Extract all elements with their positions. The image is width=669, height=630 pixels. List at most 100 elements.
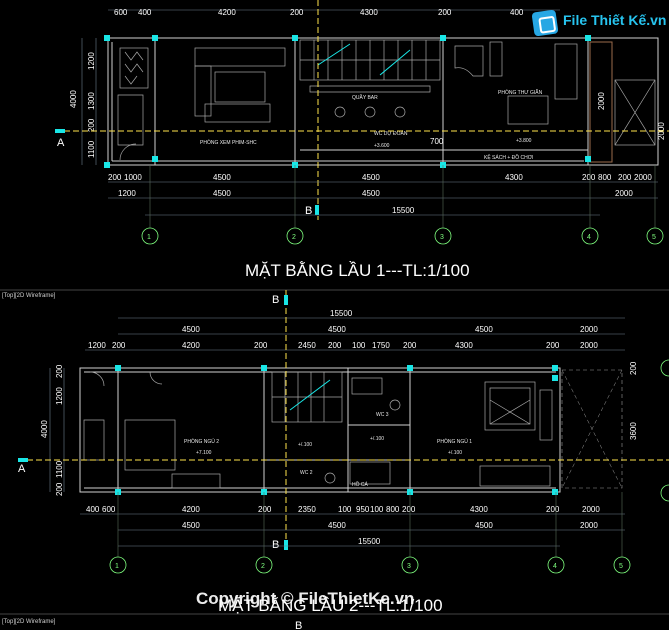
p1-bottom-dim-2: 1200 xyxy=(118,189,136,198)
p2-top-dim: 4500 xyxy=(182,325,200,334)
p1-bottom-dim: 4300 xyxy=(505,173,523,182)
p2-left-dim: 4000 xyxy=(40,420,49,438)
p2-top-dim-2: 1200 xyxy=(88,341,106,350)
p1-axis-label: 1 xyxy=(147,234,151,241)
p1-axis-label: 5 xyxy=(652,234,656,241)
p2-level: +/.100 xyxy=(448,450,462,456)
plan-2-title: MẶT BẰNG LẦU 2---TL:1/100 xyxy=(218,596,443,615)
viewport-label[interactable]: [Top][2D Wireframe] xyxy=(2,619,56,625)
p1-section-a: A xyxy=(57,137,65,149)
p2-top-dim-2: 1750 xyxy=(372,341,390,350)
p2-bottom-dim: 950 xyxy=(356,505,370,514)
p1-misc-dim: 700 xyxy=(430,137,444,146)
p2-section-b-top: B xyxy=(272,294,279,306)
p2-top-dim-2: 200 xyxy=(328,341,342,350)
viewport-label[interactable]: [Top][2D Wireframe] xyxy=(2,293,56,299)
p1-top-dim: 400 xyxy=(138,8,152,17)
logo-text: File Thiết Kế.vn xyxy=(563,12,667,28)
p1-bottom-dim: 2000 xyxy=(634,173,652,182)
p2-top-dim-2: 100 xyxy=(352,341,366,350)
p1-left-dim: 1100 xyxy=(87,140,96,158)
p2-bottom-dim: 200 xyxy=(402,505,416,514)
p2-top-dim: 4500 xyxy=(328,325,346,334)
p2-section-a: A xyxy=(18,463,26,475)
p2-axis-label: 1 xyxy=(115,563,119,570)
p1-axis-label: 4 xyxy=(587,234,591,241)
p1-top-dim: 4200 xyxy=(218,8,236,17)
p1-room-label: PHÒNG XEM PHIM-SHC xyxy=(200,139,257,146)
p2-bottom-dim: 4300 xyxy=(470,505,488,514)
p2-room-label: WC 2 xyxy=(300,470,313,476)
site-logo[interactable]: File Thiết Kế.vn xyxy=(529,8,667,38)
p1-bottom-dim: 200 xyxy=(582,173,596,182)
p2-top-dim-2: 200 xyxy=(112,341,126,350)
p1-top-dim: 200 xyxy=(438,8,452,17)
p1-room-label: KỆ SÁCH + ĐỒ CHƠI xyxy=(484,153,533,161)
p1-bottom-dim: 1000 xyxy=(124,173,142,182)
plan-2: 15500 4500 4500 4500 2000 1200 200 4200 … xyxy=(18,290,669,615)
p1-bottom-dim-2: 2000 xyxy=(615,189,633,198)
p2-bottom-dim: 200 xyxy=(546,505,560,514)
logo-icon xyxy=(531,9,559,37)
p1-top-dim: 200 xyxy=(290,8,304,17)
p2-top-dim-2: 200 xyxy=(403,341,417,350)
p2-axis-label: 4 xyxy=(553,563,557,570)
p2-top-dim: 2000 xyxy=(580,325,598,334)
p2-top-dim-2: 200 xyxy=(254,341,268,350)
p1-axis-label: 2 xyxy=(292,234,296,241)
p2-right-dim: 3600 xyxy=(629,422,638,440)
p2-room-label: PHÒNG NGỦ 2 xyxy=(184,438,219,445)
p2-top-dim: 4500 xyxy=(475,325,493,334)
copyright-watermark: Copyright © FileThietKe.vn xyxy=(196,589,414,608)
p2-bottom-dim: 100 xyxy=(338,505,352,514)
p2-bottom-dim-2: 4500 xyxy=(328,521,346,530)
p1-bottom-dim-2: 4500 xyxy=(213,189,231,198)
p2-top-dim-2: 4200 xyxy=(182,341,200,350)
p2-level: +/.100 xyxy=(298,442,312,448)
p1-left-dim: 200 xyxy=(87,118,96,132)
p1-bottom-dim: 200 xyxy=(108,173,122,182)
p1-left-dim: 1200 xyxy=(87,52,96,70)
p2-left-dim: 200 xyxy=(55,364,64,378)
p1-total-dim: 15500 xyxy=(392,206,415,215)
p2-axis-label: 2 xyxy=(261,563,265,570)
p2-bottom-dim-2: 2000 xyxy=(580,521,598,530)
p1-right-dim: 2000 xyxy=(597,92,606,110)
p2-section-b-cut: B xyxy=(295,620,302,630)
plan-1-title: MẶT BẰNG LẦU 1---TL:1/100 xyxy=(245,261,470,280)
p1-room-label: QUẦY BAR xyxy=(352,94,378,101)
p2-top-dim-2: 2000 xyxy=(580,341,598,350)
p2-top-dim-2: 200 xyxy=(546,341,560,350)
p1-room-label: WC DỰ ĐOÁN xyxy=(374,130,408,137)
p1-left-dim: 4000 xyxy=(69,90,78,108)
p2-bottom-dim-2: 4500 xyxy=(475,521,493,530)
p1-level: +3.800 xyxy=(516,138,532,144)
p2-bottom-dim: 400 xyxy=(86,505,100,514)
p2-bottom-dim: 200 xyxy=(258,505,272,514)
p2-bottom-dim-2: 4500 xyxy=(182,521,200,530)
p1-axis-label: 3 xyxy=(440,234,444,241)
p2-axis-label: 5 xyxy=(619,563,623,570)
p2-bottom-dim: 600 xyxy=(102,505,116,514)
p2-top-dim-2: 2450 xyxy=(298,341,316,350)
p2-left-dim: 1100 xyxy=(55,460,64,478)
p2-bottom-dim: 800 xyxy=(386,505,400,514)
p2-room-label: WC 3 xyxy=(376,412,389,418)
p1-bottom-dim: 200 xyxy=(618,173,632,182)
p1-bottom-dim: 800 xyxy=(598,173,612,182)
p1-bottom-dim: 4500 xyxy=(213,173,231,182)
p2-axis-label: 3 xyxy=(407,563,411,570)
p2-top-dim-2: 4300 xyxy=(455,341,473,350)
p1-top-dim: 4300 xyxy=(360,8,378,17)
p1-bottom-dim-2: 4500 xyxy=(362,189,380,198)
p2-room-label: HỒ CÁ xyxy=(352,481,369,488)
p2-level: +7.100 xyxy=(196,450,212,456)
p2-total-top: 15500 xyxy=(330,309,353,318)
p1-room-label: PHÒNG THƯ GIÃN xyxy=(498,89,543,96)
p2-bottom-dim: 2350 xyxy=(298,505,316,514)
p2-section-b-bottom: B xyxy=(272,539,279,551)
p2-bottom-dim: 100 xyxy=(370,505,384,514)
p1-level: +3.600 xyxy=(374,143,390,149)
p1-top-dim: 400 xyxy=(510,8,524,17)
